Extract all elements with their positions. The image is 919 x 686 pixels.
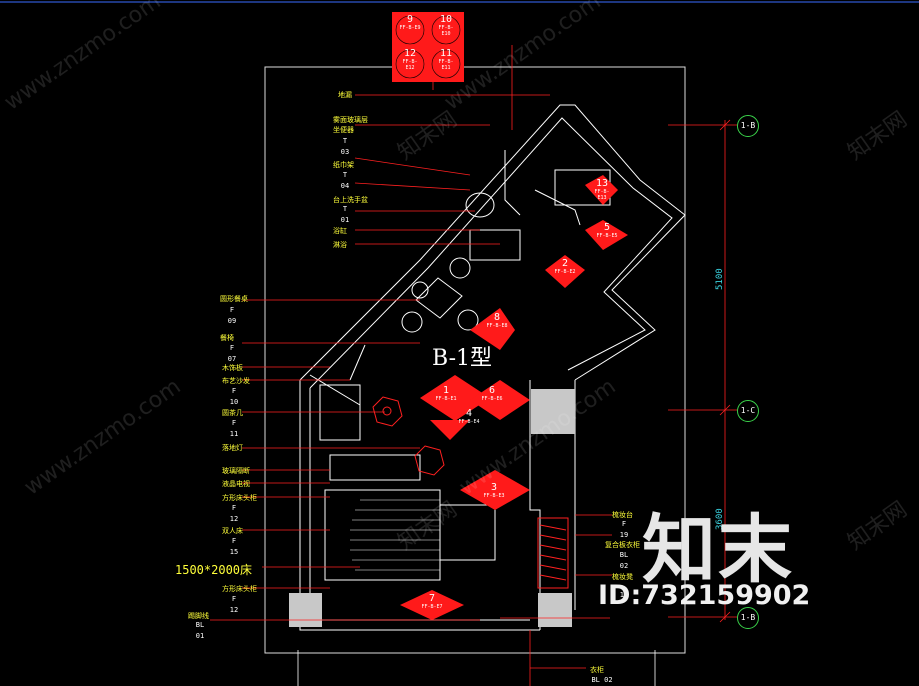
callout-label: 淋浴	[333, 241, 347, 249]
callout-label: 液晶电视	[222, 480, 250, 488]
column	[531, 389, 575, 434]
callout-label: 地漏	[338, 91, 352, 99]
callout-label: 纸巾架	[333, 161, 354, 169]
brand-logo: 知末	[642, 507, 794, 593]
callout-label: 台上洗手盆	[333, 196, 368, 204]
wardrobe	[537, 517, 569, 589]
callout-label: 圆茶几	[222, 409, 243, 417]
callout-label: 梳妆凳	[612, 573, 633, 581]
sheet-border	[264, 66, 686, 654]
axis-marker: 1-B	[737, 607, 759, 629]
axis-marker: 1-C	[737, 400, 759, 422]
callout-label: 雾面玻璃层	[333, 116, 368, 124]
callout-label: 布艺沙发	[222, 377, 250, 385]
room-type-title: B-1型	[432, 346, 493, 371]
bed-size-label: 1500*2000床	[175, 563, 253, 577]
callout-label: 餐椅	[220, 334, 234, 342]
lamps	[372, 396, 445, 476]
axis-marker: 1-B	[737, 115, 759, 137]
dimension-lines	[668, 119, 737, 623]
callout-label: 玻璃隔断	[222, 467, 250, 475]
dimension-label: 5100	[715, 268, 725, 290]
callout-label: 方形床头柜	[222, 585, 257, 593]
material-tag: 14	[619, 591, 629, 599]
callout-label: 梳妆台	[612, 511, 633, 519]
bed-hatch	[350, 499, 440, 571]
callout-label: 浴缸	[333, 227, 347, 235]
column	[538, 593, 572, 627]
callout-label: 圆形餐桌	[220, 295, 248, 303]
callout-label: 坐便器	[333, 126, 354, 134]
material-tag: BL 02	[591, 676, 613, 684]
column	[289, 593, 322, 627]
callout-label: 复合板衣柜	[605, 541, 640, 549]
callout-label: 双人床	[222, 527, 243, 535]
dining-set	[401, 257, 479, 333]
leaders-left	[210, 45, 612, 686]
callout-label: 落地灯	[222, 444, 243, 452]
callout-label: 衣柜	[590, 666, 604, 674]
callout-label: 木饰板	[222, 364, 243, 372]
callout-label: 方形床头柜	[222, 494, 257, 502]
walls	[299, 104, 686, 631]
callout-label: 踢脚线	[188, 612, 209, 620]
brand-id: ID:732159902	[598, 580, 811, 611]
ref-markers	[392, 12, 628, 620]
